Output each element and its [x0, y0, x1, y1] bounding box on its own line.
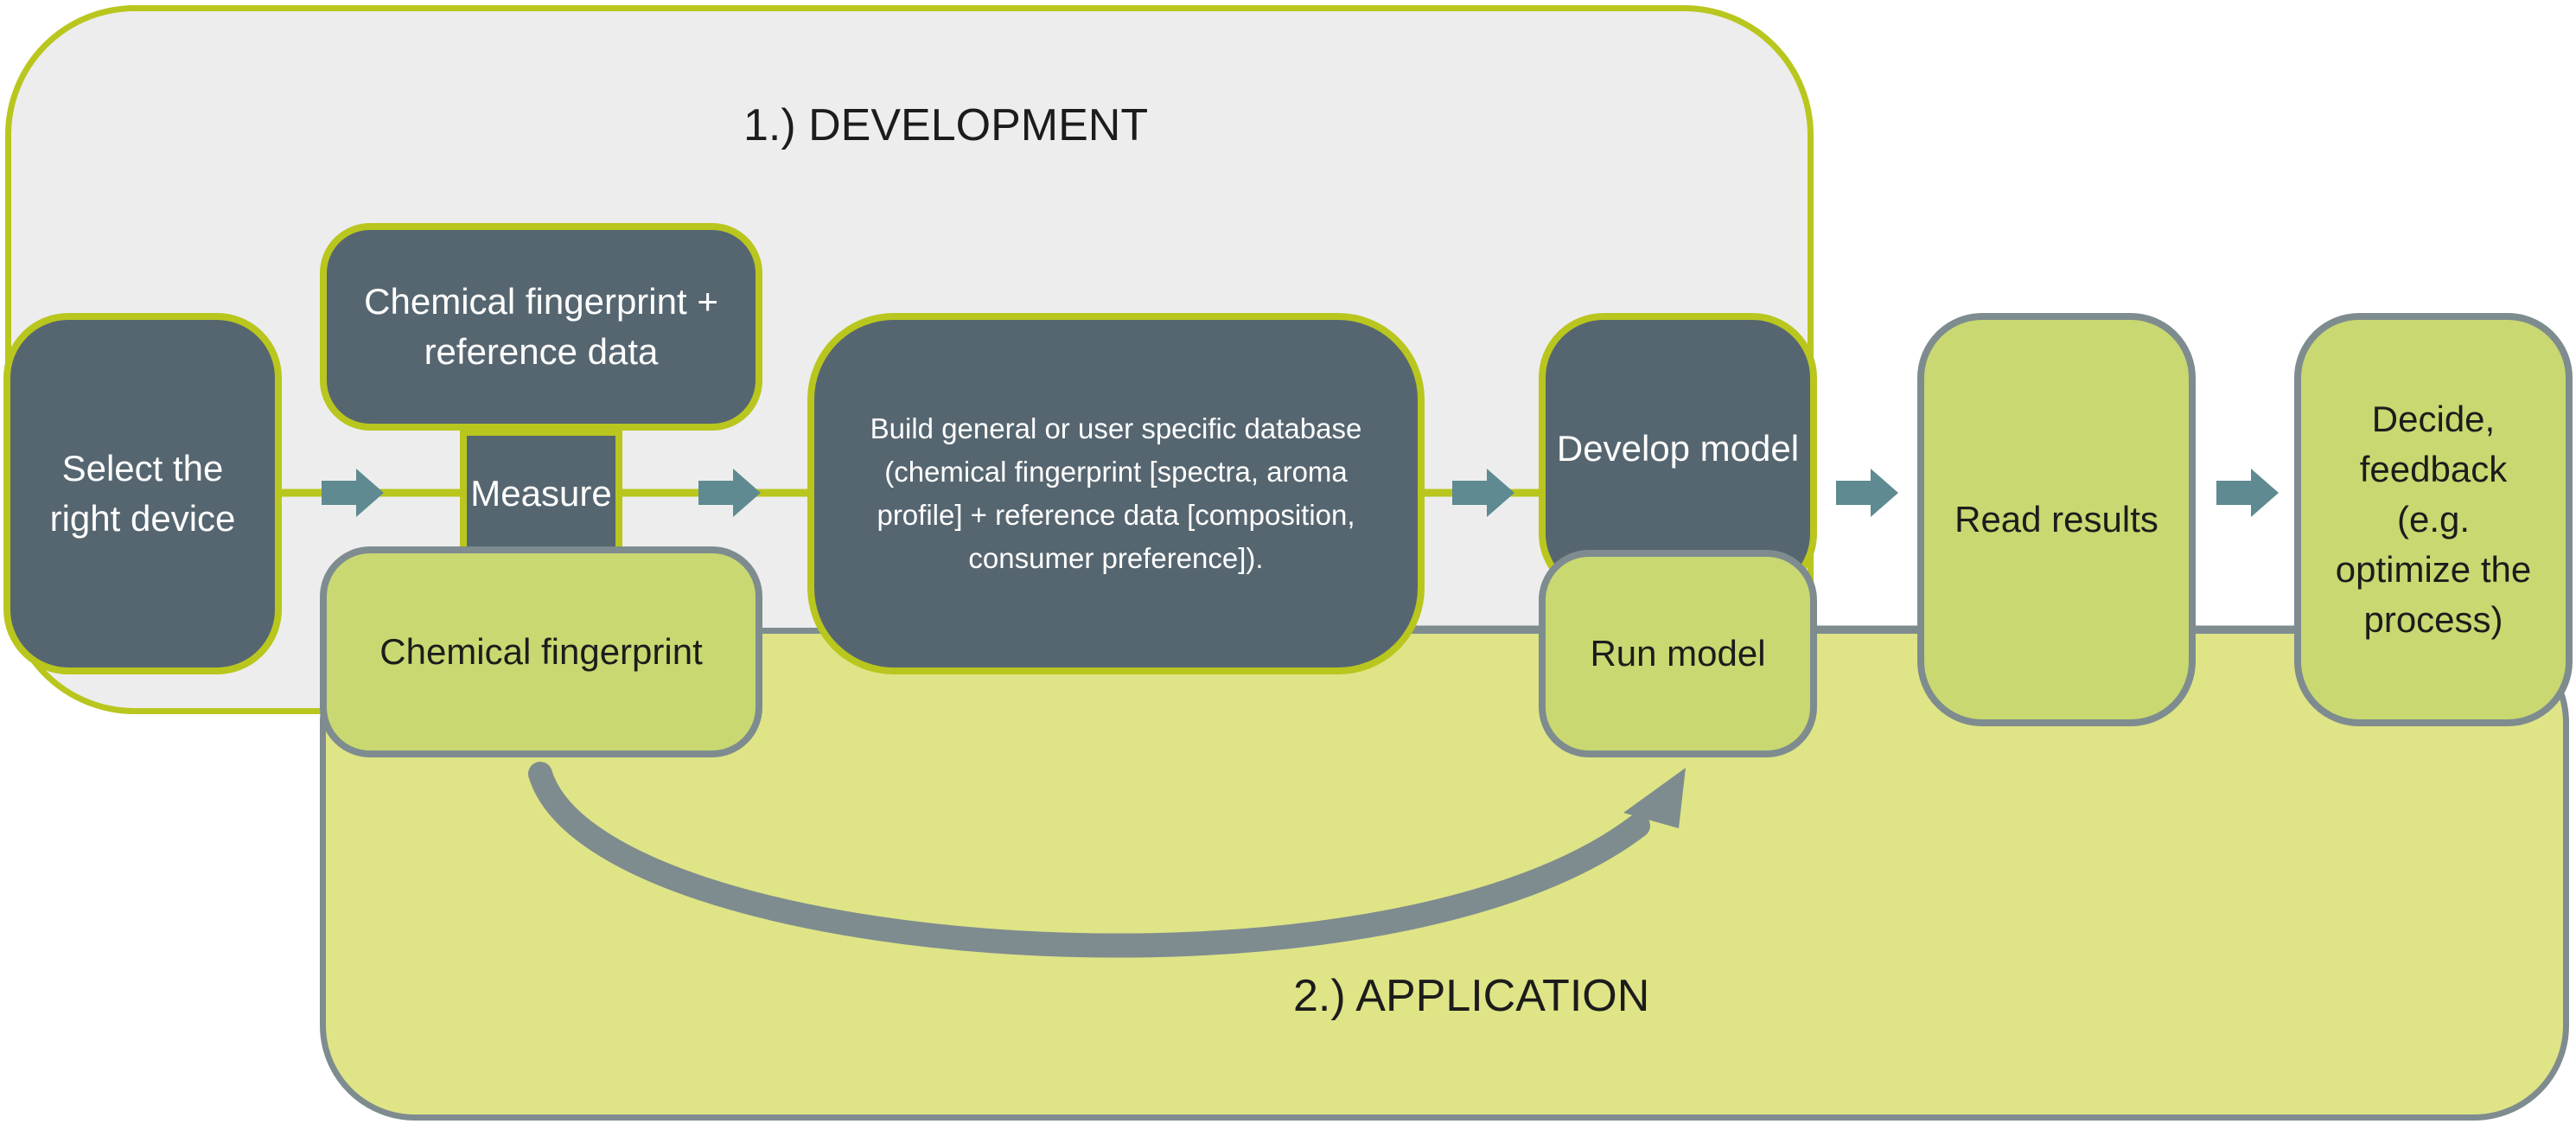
build-database-label: Build general or user specific database …	[870, 412, 1362, 574]
arrow-right-icon	[1836, 469, 1898, 517]
measure-box: Measure	[460, 429, 622, 559]
read-results-box: Read results	[1917, 313, 2196, 726]
develop-model-label: Develop model	[1556, 428, 1800, 469]
decide-feedback-box: Decide, feedback (e.g. optimize the proc…	[2294, 313, 2573, 726]
run-model-box: Run model	[1539, 550, 1817, 757]
arrow-right-icon	[2216, 469, 2279, 517]
chemical-fingerprint-label: Chemical fingerprint	[379, 631, 703, 672]
run-model-label: Run model	[1590, 633, 1766, 674]
chemical-fingerprint-box: Chemical fingerprint	[320, 546, 762, 757]
select-device-label: Select the right device	[49, 448, 236, 539]
fingerprint-reference-label: Chemical fingerprint + reference data	[364, 281, 718, 372]
build-database-box: Build general or user specific database …	[807, 313, 1425, 674]
measure-label: Measure	[470, 473, 612, 514]
arrow-right-icon	[698, 469, 761, 517]
select-device-box: Select the right device	[3, 313, 282, 674]
development-title: 1.) DEVELOPMENT	[743, 100, 1149, 150]
curved-arrow-head	[1623, 768, 1686, 828]
application-title: 2.) APPLICATION	[1293, 971, 1650, 1021]
fingerprint-reference-box: Chemical fingerprint + reference data	[320, 223, 762, 431]
arrow-right-icon	[322, 469, 384, 517]
decide-feedback-label: Decide, feedback (e.g. optimize the proc…	[2335, 399, 2532, 640]
arrow-right-icon	[1452, 469, 1514, 517]
read-results-label: Read results	[1954, 499, 2158, 540]
curved-arrow	[528, 762, 1650, 958]
